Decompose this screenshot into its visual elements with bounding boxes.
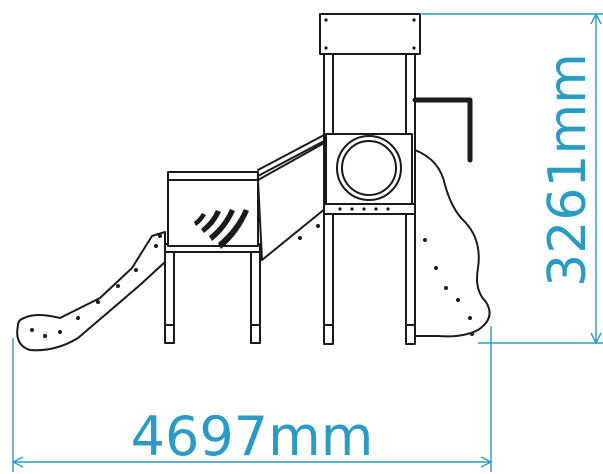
tall-tower-deck [323,203,417,215]
width-dimension-label: 4697mm [131,405,374,468]
roof-sign [319,13,421,55]
small-tower-post-left [164,247,175,344]
right-slide [414,149,491,338]
handrail [412,97,473,163]
play-structure [16,13,491,352]
right-slide-bolts [423,238,474,336]
width-arrow-left [11,456,24,468]
tunnel-inner-ring [341,140,397,196]
dimension-lines [11,12,603,472]
width-arrow-right [480,456,493,468]
left-slide [16,231,166,352]
height-arrow-top [590,12,602,25]
height-arrow-bottom [590,332,602,345]
height-dimension-label: 3261mm [538,53,598,287]
left-slide-bolts [30,234,162,338]
connecting-bridge [257,141,327,261]
small-tower-post-right [250,247,261,344]
sound-waves-icon [194,209,249,249]
